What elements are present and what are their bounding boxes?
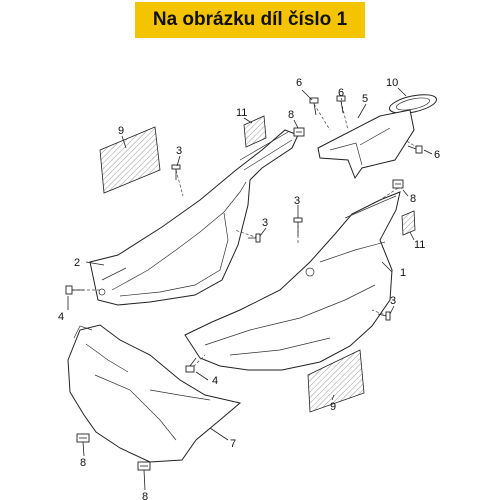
side-cover-2	[89, 129, 299, 306]
dash-leader-e	[371, 309, 389, 317]
callout-3-c: 3	[262, 217, 268, 229]
sticker-11-right	[401, 210, 416, 236]
dash-leader-g	[313, 103, 331, 131]
lower-cover-7-detail	[85, 343, 211, 441]
page-title: Na obrázku díl číslo 1	[152, 9, 348, 30]
dash-leader-f	[189, 354, 206, 371]
sticker-9-top	[99, 126, 161, 194]
tail-cover-5	[317, 109, 415, 180]
callout-2: 2	[74, 257, 80, 269]
callout-11-b: 11	[414, 239, 425, 251]
page-title-banner: Na obrázku díl číslo 1	[135, 2, 365, 38]
screw-6-c	[407, 145, 423, 154]
callout-4-b: 4	[212, 375, 218, 387]
sticker-9-bottom	[307, 349, 365, 413]
callout-4-a: 4	[58, 311, 64, 323]
callout-6-c: 6	[434, 149, 440, 161]
callout-10: 10	[386, 77, 398, 89]
screw-3-d	[377, 311, 391, 321]
callout-8-d: 8	[142, 491, 148, 500]
screw-4-a	[65, 285, 84, 295]
callout-9-a: 9	[118, 125, 124, 137]
emblem-10-inner	[395, 97, 431, 111]
side-cover-1-ridge	[344, 195, 397, 219]
sticker-11-top	[243, 115, 267, 148]
side-cover-1-line-b	[229, 241, 386, 356]
callout-5: 5	[362, 93, 368, 105]
dash-leader-j	[379, 187, 399, 201]
lower-cover-7	[67, 324, 242, 463]
lower-cover-7-tab	[73, 325, 93, 339]
callout-9-b: 9	[330, 401, 336, 413]
callout-8-a: 8	[288, 109, 294, 121]
callout-6-b: 6	[338, 87, 344, 99]
callout-11-a: 11	[236, 107, 247, 119]
callout-3-b: 3	[294, 195, 300, 207]
clip-8-b	[392, 179, 404, 189]
screw-3-a	[171, 164, 181, 180]
callout-7: 7	[230, 438, 236, 450]
dash-leader-c	[234, 229, 259, 239]
screw-6-a	[309, 97, 319, 116]
side-cover-1-hole	[305, 267, 315, 277]
clip-8-c	[76, 433, 90, 443]
emblem-10	[388, 94, 438, 114]
side-cover-1-line-a	[204, 284, 376, 346]
screw-4-b	[185, 357, 197, 373]
side-cover-2-rail	[239, 131, 293, 171]
tail-cover-5-detail	[329, 127, 391, 166]
side-cover-1	[184, 191, 401, 371]
callout-8-b: 8	[410, 193, 416, 205]
callout-3-d: 3	[390, 295, 396, 307]
callout-1: 1	[400, 267, 406, 279]
dash-leader-a	[175, 169, 184, 197]
side-cover-2-hole	[98, 288, 106, 296]
screw-3-b	[293, 217, 303, 236]
clip-8-d	[137, 461, 151, 471]
callout-leaders	[67, 87, 433, 491]
screw-3-c	[248, 233, 261, 243]
callout-6-a: 6	[296, 77, 302, 89]
clip-8-a	[293, 127, 305, 137]
callout-8-c: 8	[80, 457, 86, 469]
side-cover-2-inner	[101, 181, 247, 297]
callout-3-a: 3	[176, 145, 182, 157]
